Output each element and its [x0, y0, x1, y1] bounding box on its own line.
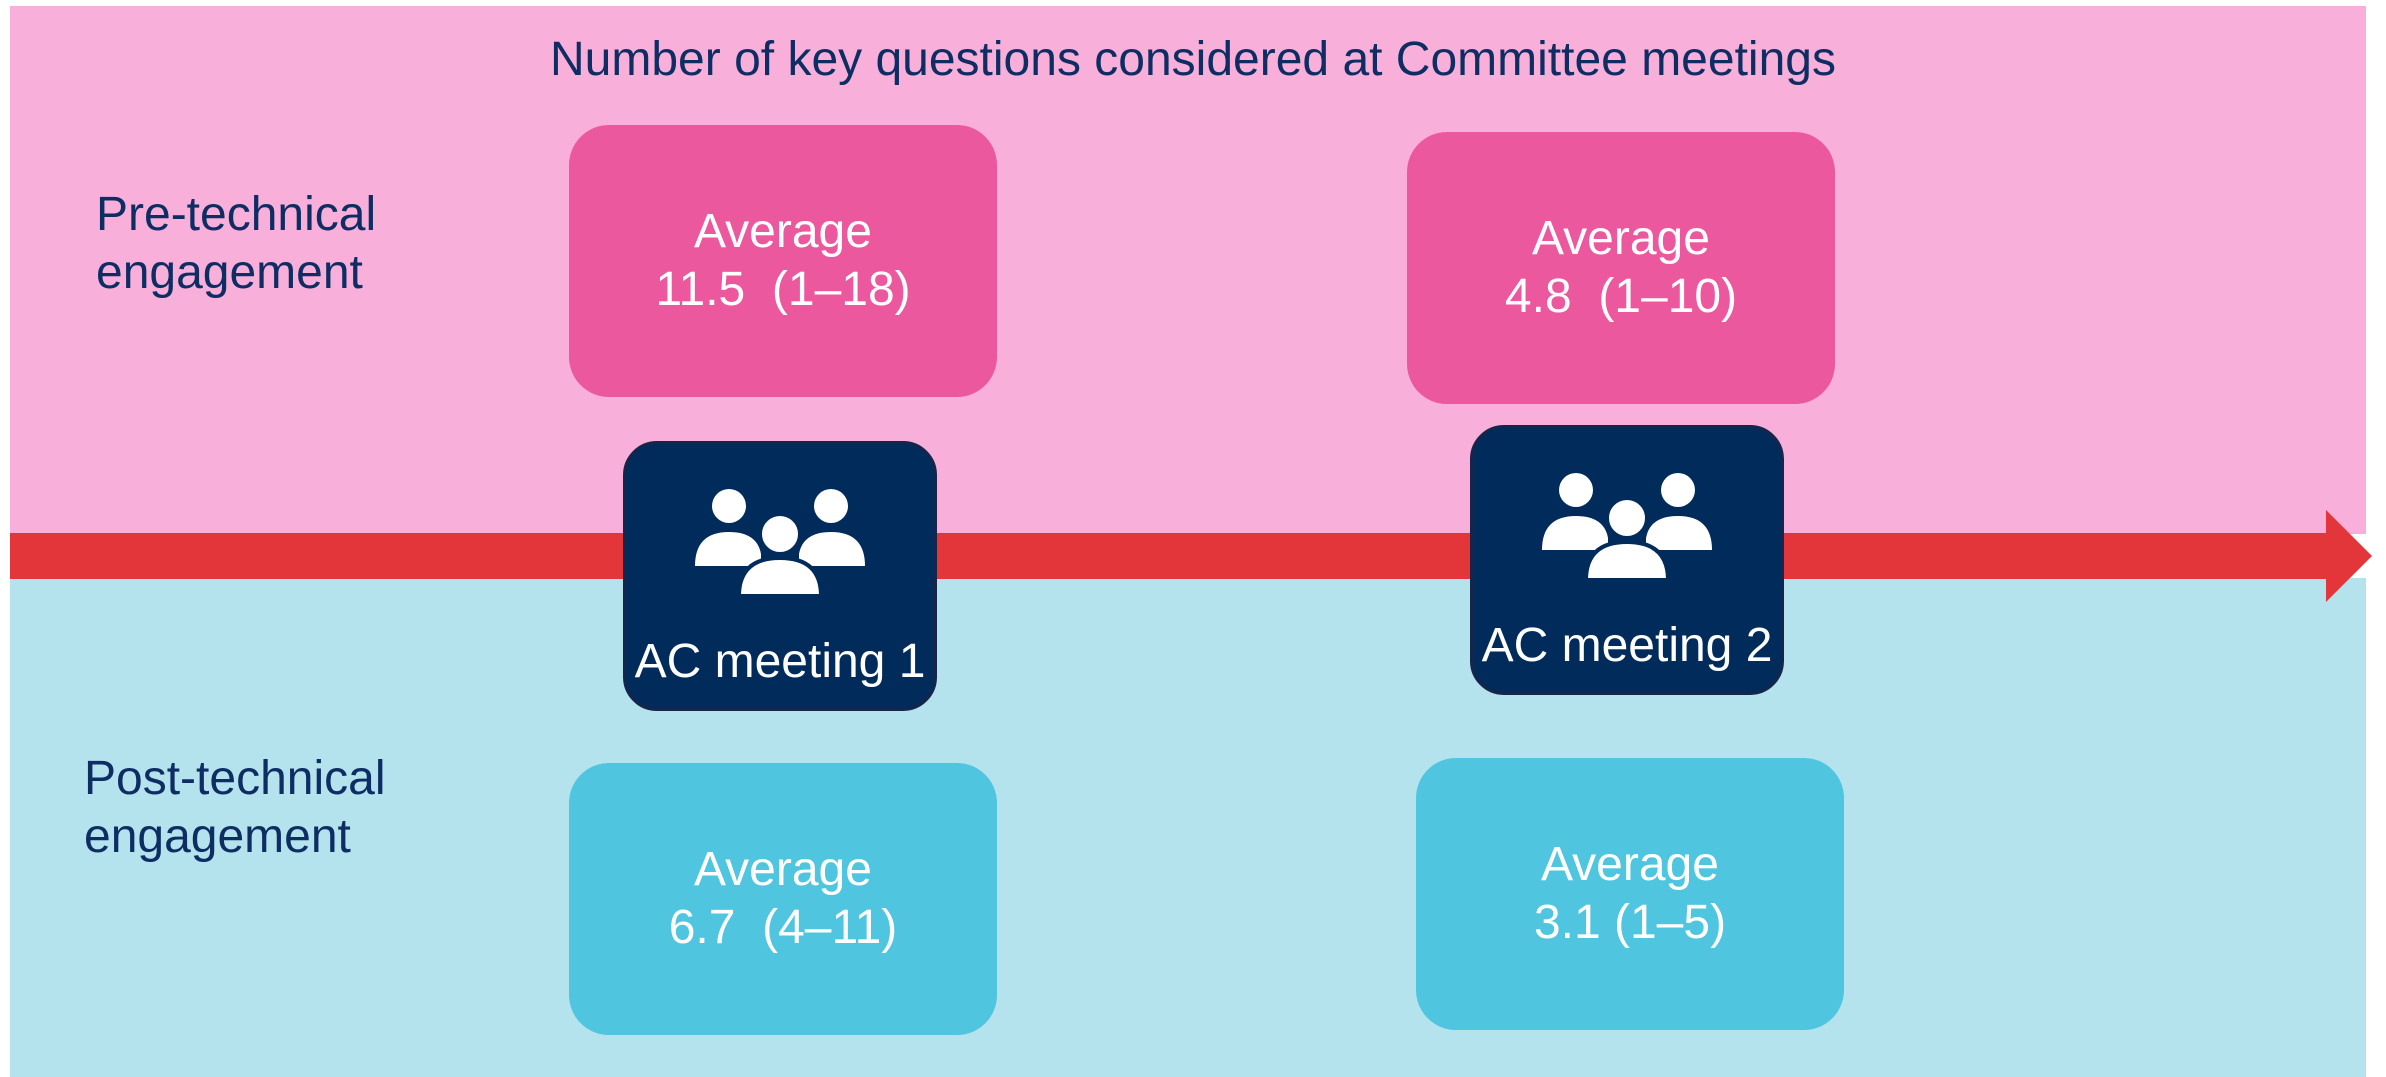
meeting-1-pre-average-label: Average — [694, 205, 872, 258]
meeting-2-post-average-value: 3.1 (1–5) — [1533, 896, 1727, 949]
meeting-2-label: AC meeting 2 — [1481, 619, 1773, 672]
pre-technical-label-text: Pre-technical engagement — [96, 188, 377, 299]
meeting-2-card: AC meeting 2 — [1470, 425, 1784, 695]
pre-technical-label: Pre-technical engagement — [96, 186, 376, 302]
post-technical-label-text: Post-technical engagement — [84, 752, 386, 863]
meeting-1-post-average-box: Average 6.7 (4–11) — [569, 763, 997, 1035]
meeting-2-pre-average-box: Average 4.8 (1–10) — [1407, 132, 1835, 404]
post-technical-label: Post-technical engagement — [84, 750, 385, 866]
post-technical-band — [10, 578, 2366, 1077]
group-people-icon — [695, 489, 865, 596]
meeting-1-label: AC meeting 1 — [634, 635, 926, 688]
meeting-1-pre-average-value: 11.5 (1–18) — [655, 263, 911, 316]
meeting-2-post-average-label: Average — [1541, 838, 1719, 891]
diagram-title: Number of key questions considered at Co… — [550, 33, 1836, 86]
meeting-2-pre-average-label: Average — [1532, 212, 1710, 265]
group-people-icon — [1542, 473, 1712, 580]
meeting-1-card: AC meeting 1 — [623, 441, 937, 711]
timeline-arrow-head — [2326, 510, 2372, 602]
meeting-1-post-average-value: 6.7 (4–11) — [668, 901, 898, 954]
meeting-1-pre-average-box: Average 11.5 (1–18) — [569, 125, 997, 397]
meeting-2-pre-average-value: 4.8 (1–10) — [1504, 270, 1738, 323]
meeting-1-post-average-label: Average — [694, 843, 872, 896]
pre-technical-band — [10, 6, 2366, 534]
timeline-arrow-shaft — [10, 533, 2332, 579]
meeting-2-post-average-box: Average 3.1 (1–5) — [1416, 758, 1844, 1030]
